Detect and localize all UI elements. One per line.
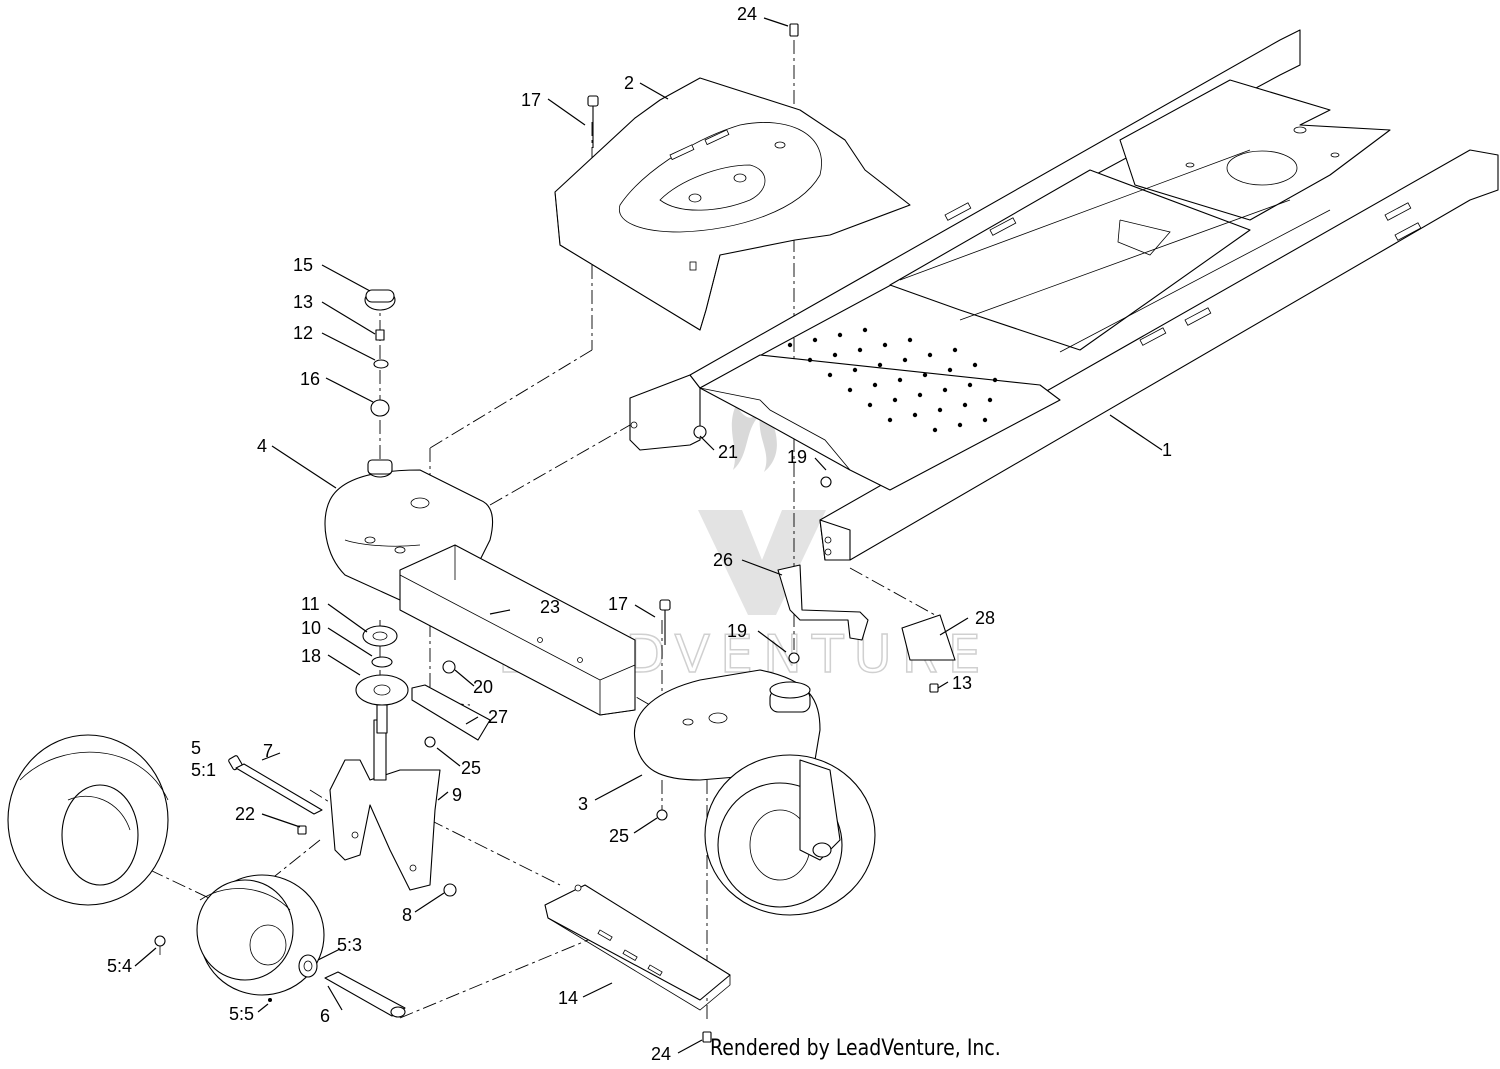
- bent-bracket: [777, 564, 869, 641]
- bearing-stack: [362, 289, 398, 668]
- callout-2: 2: [624, 73, 634, 93]
- callout-3: 3: [578, 794, 588, 814]
- callout-5: 5: [191, 738, 201, 758]
- callout-4: 4: [257, 436, 267, 456]
- callout-14: 14: [558, 988, 578, 1008]
- callout-21: 21: [718, 442, 738, 462]
- long-bolt: [228, 755, 323, 815]
- caster-fork: [329, 719, 441, 891]
- callout-19-lower: 19: [727, 621, 747, 641]
- callout-26: 26: [713, 550, 733, 570]
- callout-13-left: 13: [293, 292, 313, 312]
- strip-bracket: [411, 684, 491, 741]
- callout-24-bottom: 24: [651, 1044, 671, 1064]
- callout-18: 18: [301, 646, 321, 666]
- right-wheel: [704, 754, 876, 916]
- callout-24-top: 24: [737, 4, 757, 24]
- callout-28: 28: [975, 608, 995, 628]
- callout-10: 10: [301, 618, 321, 638]
- frame-slots: [944, 202, 1422, 346]
- leader-lines: [134, 17, 1163, 1054]
- wheel-rim: [196, 874, 325, 996]
- callout-23: 23: [540, 597, 560, 617]
- callout-5-4: 5:4: [107, 956, 132, 976]
- callout-labels: 24 2 17 15 13 12 16 4 21 19 1 26 11 10 1…: [107, 4, 1172, 1064]
- callout-27: 27: [488, 707, 508, 727]
- callout-12: 12: [293, 323, 313, 343]
- main-frame: [629, 29, 1499, 561]
- base-plate: [544, 884, 731, 1011]
- callout-9: 9: [452, 785, 462, 805]
- angle-plate: [901, 614, 956, 661]
- callout-11: 11: [301, 594, 320, 614]
- axle-spacer: [324, 971, 406, 1018]
- left-tire: [7, 734, 169, 906]
- hardware: [297, 23, 939, 1043]
- right-caster-mount: [633, 669, 821, 781]
- front-mount-plate: [554, 77, 911, 331]
- bearing: [298, 954, 318, 978]
- callout-5-1: 5:1: [191, 760, 216, 780]
- floor-perforations: [787, 327, 998, 433]
- callout-17-top: 17: [521, 90, 541, 110]
- callout-15: 15: [293, 255, 313, 275]
- callout-25-left: 25: [461, 758, 481, 778]
- callout-16: 16: [300, 369, 320, 389]
- callout-5-5: 5:5: [229, 1004, 254, 1024]
- sprocket: [355, 674, 409, 734]
- callout-19-upper: 19: [787, 447, 807, 467]
- callout-7: 7: [263, 741, 273, 761]
- square-tube: [399, 544, 636, 716]
- callout-22: 22: [235, 804, 255, 824]
- callout-5-3: 5:3: [337, 935, 362, 955]
- callout-25-right: 25: [609, 826, 629, 846]
- callout-17-lower: 17: [608, 594, 628, 614]
- callout-13-right: 13: [952, 673, 972, 693]
- callout-20: 20: [473, 677, 493, 697]
- balance-weight: [268, 998, 272, 1002]
- callout-6: 6: [320, 1006, 330, 1026]
- callout-8: 8: [402, 905, 412, 925]
- valve-stem: [154, 935, 166, 955]
- render-credit: Rendered by LeadVenture, Inc.: [710, 1036, 1001, 1061]
- callout-1: 1: [1162, 440, 1172, 460]
